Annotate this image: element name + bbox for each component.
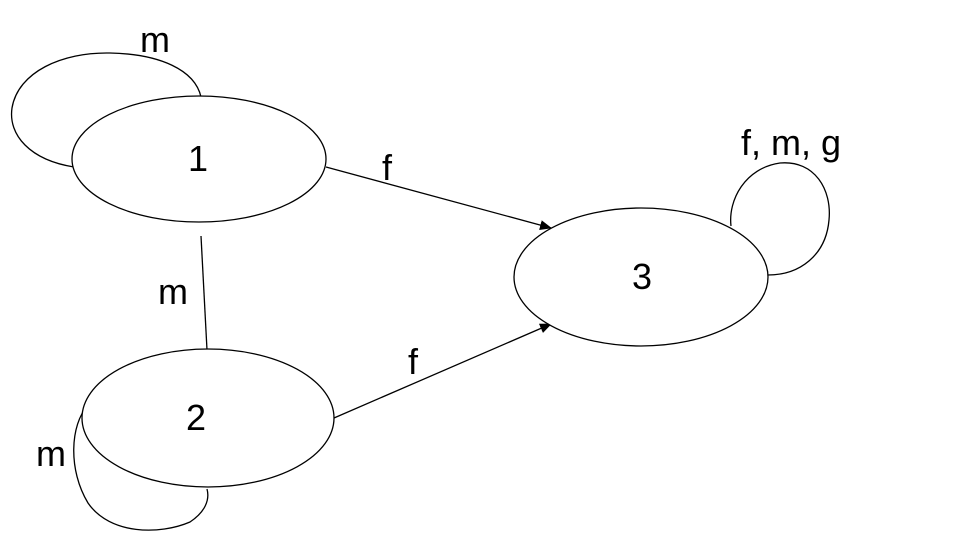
edge-2-self-loop [73, 404, 209, 531]
edge-1-2-label: m [158, 271, 188, 312]
node-2-label: 2 [186, 397, 206, 438]
edge-1-2 [200, 235, 208, 351]
node-2 [81, 348, 335, 488]
node-3 [513, 207, 769, 347]
edge-3-self-loop-label: f, m, g [741, 122, 841, 163]
edge-2-3-arrow [333, 323, 552, 419]
edge-3-self-loop [730, 162, 830, 276]
edge-1-self-loop [10, 52, 202, 168]
edge-1-3-arrow [325, 166, 552, 230]
edge-2-self-loop-label: m [36, 433, 66, 474]
edge-1-self-loop-label: m [140, 19, 170, 60]
edge-2-3-label: f [408, 341, 419, 382]
node-1 [71, 95, 327, 223]
edge-1-3-label: f [382, 147, 393, 188]
node-1-label: 1 [188, 138, 208, 179]
node-3-label: 3 [632, 256, 652, 297]
